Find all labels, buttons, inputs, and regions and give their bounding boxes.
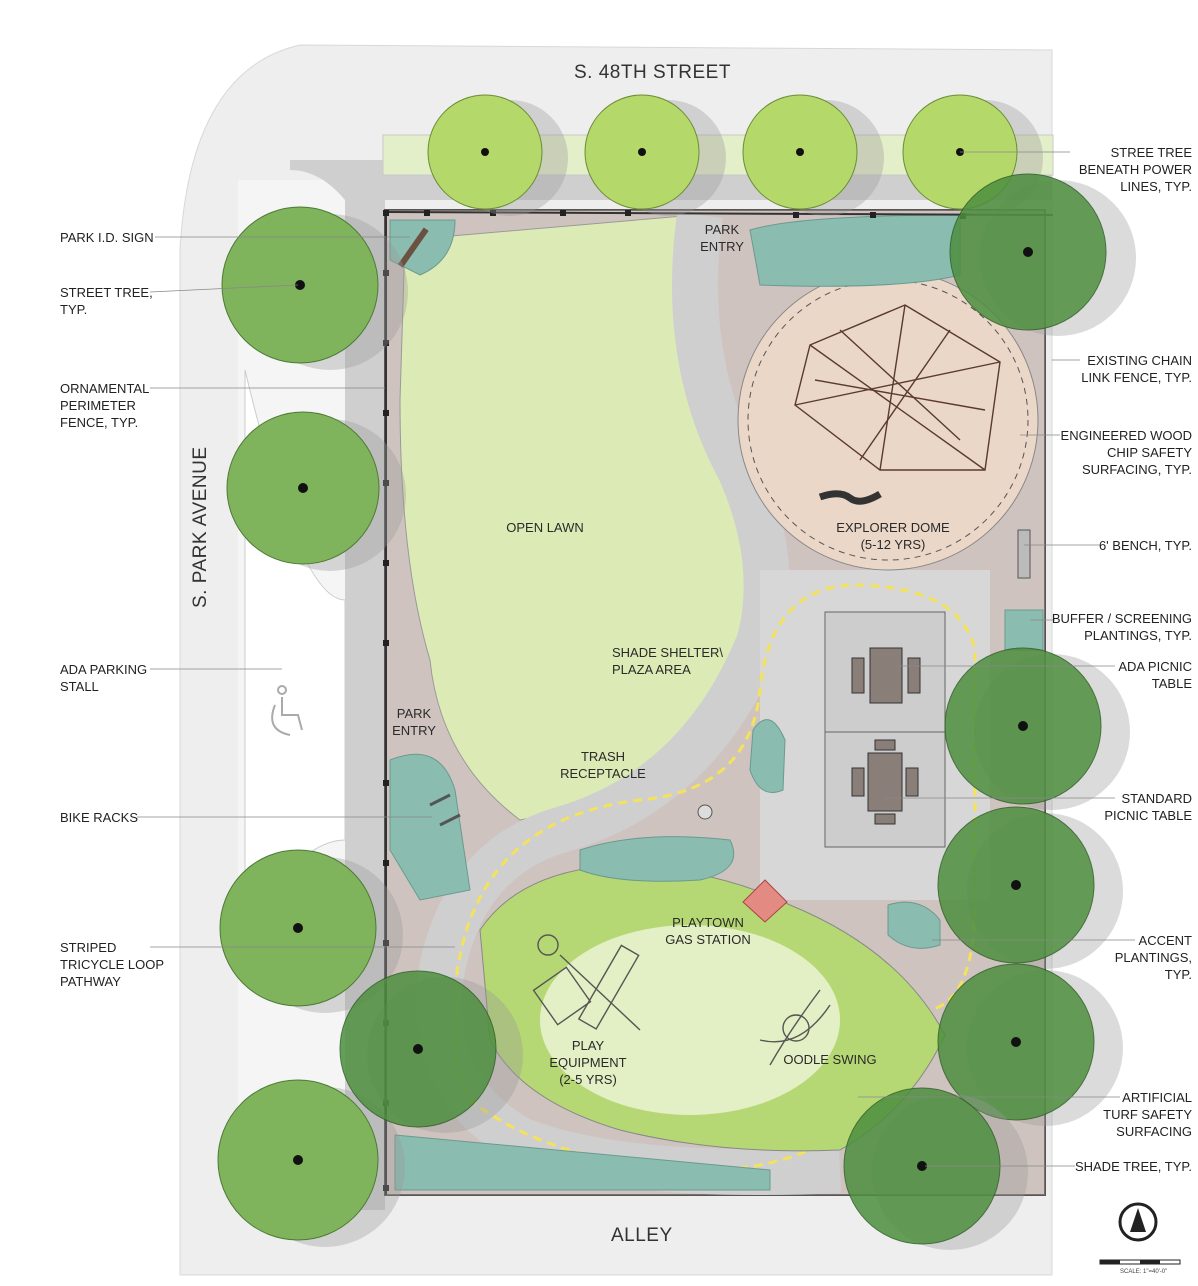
turf-highlight bbox=[540, 925, 840, 1115]
tree-west-2 bbox=[226, 411, 406, 571]
tree-southwest-shade bbox=[339, 970, 523, 1133]
label-chain-link-fence: EXISTING CHAIN LINK FENCE, TYP. bbox=[1081, 353, 1192, 385]
play-equipment-structure bbox=[532, 934, 641, 1031]
street-label-west: S. PARK AVENUE bbox=[190, 446, 211, 608]
oodle-swing bbox=[759, 989, 831, 1066]
tree-north-3 bbox=[742, 94, 884, 216]
standard-picnic-table bbox=[851, 739, 919, 825]
label-ada-picnic-table: ADA PICNIC TABLE bbox=[1118, 659, 1192, 691]
north-arrow bbox=[1118, 1202, 1158, 1242]
scale-label: SCALE: 1"=40'-0" bbox=[1120, 1269, 1168, 1275]
label-street-tree-power: STREE TREE BENEATH POWER LINES, TYP. bbox=[1078, 145, 1192, 194]
label-ada-parking: ADA PARKING STALL bbox=[60, 662, 148, 694]
label-shade-tree: SHADE TREE, TYP. bbox=[1074, 1159, 1192, 1174]
map-label-play-equipment: PLAY EQUIPMENT (2-5 YRS) bbox=[549, 1038, 627, 1087]
tree-north-1 bbox=[427, 94, 568, 216]
map-label-explorer-dome: EXPLORER DOME (5-12 YRS) bbox=[836, 520, 950, 552]
east-shade-trees bbox=[339, 173, 1136, 1250]
map-label-shade-shelter: SHADE SHELTER\ PLAZA AREA bbox=[612, 645, 724, 677]
map-label-playtown: PLAYTOWN GAS STATION bbox=[665, 915, 751, 947]
label-wood-chip: ENGINEERED WOOD CHIP SAFETY SURFACING, T… bbox=[1060, 428, 1192, 477]
label-accent-plantings: ACCENT PLANTINGS, TYP. bbox=[1114, 933, 1192, 982]
label-street-tree: STREET TREE, TYP. bbox=[60, 285, 153, 317]
bike-racks bbox=[429, 793, 461, 827]
tree-west-3 bbox=[219, 849, 403, 1013]
map-label-park-entry-west: PARK ENTRY bbox=[392, 706, 436, 738]
label-artificial-turf: ARTIFICIAL TURF SAFETY SURFACING bbox=[1103, 1090, 1192, 1139]
tree-east-4 bbox=[937, 963, 1123, 1126]
ada-parking-symbol bbox=[271, 685, 303, 736]
trash-receptacle bbox=[697, 804, 713, 820]
wood-chip-dash bbox=[747, 279, 1029, 561]
street-label-north: S. 48TH STREET bbox=[574, 62, 731, 83]
tunnel-crawler bbox=[818, 490, 882, 505]
explorer-dome-net bbox=[794, 304, 1001, 471]
label-buffer-plantings: BUFFER / SCREENING PLANTINGS, TYP. bbox=[1051, 611, 1192, 643]
main-path bbox=[416, 211, 842, 1195]
tree-west-1 bbox=[221, 206, 408, 370]
label-bike-racks: BIKE RACKS bbox=[60, 810, 139, 825]
scale-bar bbox=[1099, 1259, 1181, 1265]
tree-west-4 bbox=[217, 1079, 405, 1247]
tree-north-2 bbox=[584, 94, 726, 216]
ada-picnic-table bbox=[851, 647, 921, 704]
shrub-plantings bbox=[389, 214, 1044, 1191]
label-standard-picnic-table: STANDARD PICNIC TABLE bbox=[1104, 791, 1192, 823]
park-id-sign bbox=[397, 227, 429, 268]
west-street-trees bbox=[217, 206, 408, 1247]
label-ornamental-fence: ORNAMENTAL PERIMETER FENCE, TYP. bbox=[60, 381, 150, 430]
label-bench: 6' BENCH, TYP. bbox=[1098, 538, 1192, 553]
tree-south-shade bbox=[843, 1087, 1028, 1250]
bench bbox=[1017, 529, 1031, 579]
tree-east-2 bbox=[944, 647, 1130, 810]
map-label-oodle-swing: OODLE SWING bbox=[783, 1052, 877, 1067]
street-label-south: ALLEY bbox=[611, 1225, 673, 1246]
shade-shelter bbox=[824, 611, 946, 848]
map-label-trash-receptacle: TRASH RECEPTACLE bbox=[560, 749, 646, 781]
label-park-id-sign: PARK I.D. SIGN bbox=[60, 230, 154, 245]
tree-east-3 bbox=[937, 806, 1123, 969]
label-tricycle-loop: STRIPED TRICYCLE LOOP PATHWAY bbox=[60, 940, 165, 989]
playtown-gas-station bbox=[742, 879, 788, 923]
map-label-park-entry-north: PARK ENTRY bbox=[700, 222, 744, 254]
tree-east-1 bbox=[949, 173, 1136, 336]
left-leader-lines bbox=[137, 236, 455, 948]
map-label-open-lawn: OPEN LAWN bbox=[506, 520, 584, 535]
right-leader-lines bbox=[858, 151, 1135, 1167]
